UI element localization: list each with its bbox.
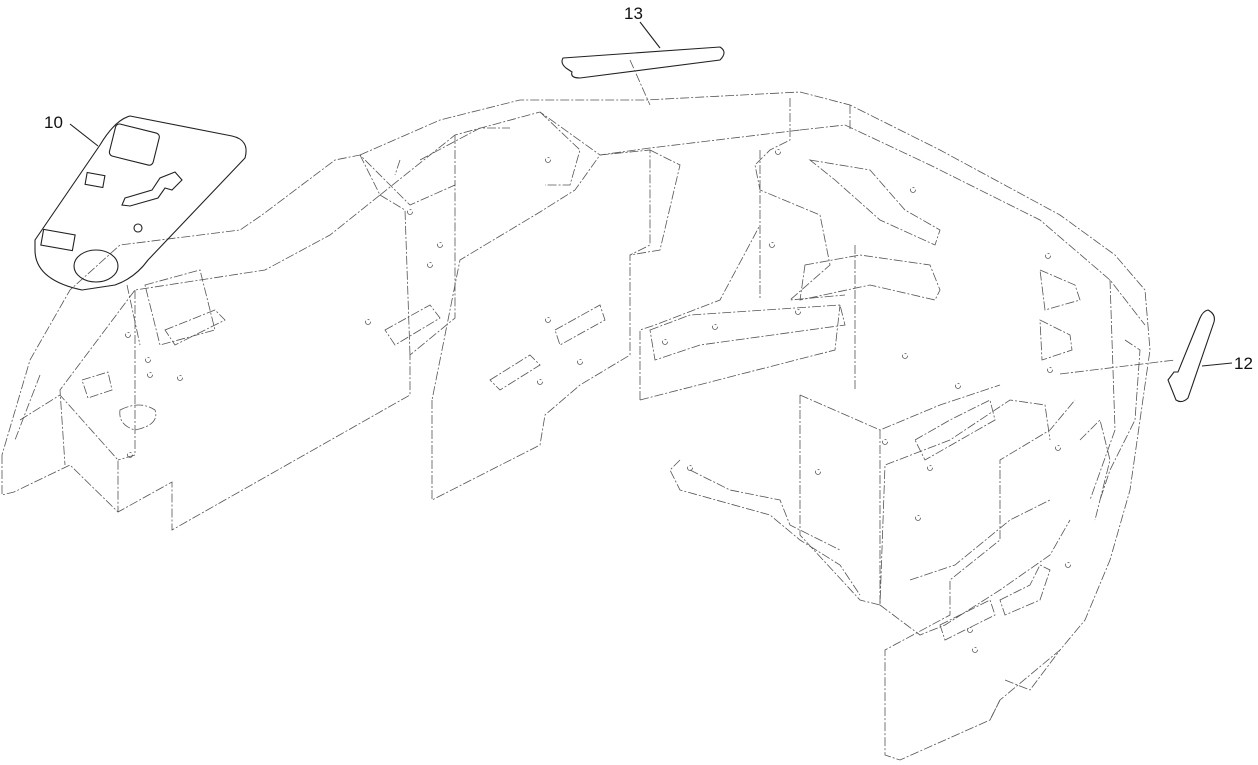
plate-cutout-slot xyxy=(84,171,106,189)
part-10-centerline xyxy=(126,284,141,346)
plate-cutout-window xyxy=(108,123,160,166)
callout-10-label: 10 xyxy=(44,113,63,132)
part-13-centerline xyxy=(629,59,651,106)
callout-12-leader xyxy=(1201,362,1233,367)
callout-13-leader xyxy=(639,21,661,49)
phantom-frame xyxy=(1,91,1151,761)
callout-12: 12 xyxy=(1201,354,1253,373)
plate-outline xyxy=(34,115,247,291)
plate-shift-gate xyxy=(121,171,183,207)
strip-12-outline xyxy=(1167,309,1215,403)
callout-13: 13 xyxy=(624,4,661,49)
callout-10: 10 xyxy=(44,113,99,147)
part-13-strip[interactable] xyxy=(561,46,725,106)
callout-12-label: 12 xyxy=(1234,354,1253,373)
part-10-plate[interactable] xyxy=(34,115,247,346)
strip-13-outline xyxy=(561,46,725,79)
plate-hole xyxy=(133,223,143,233)
callout-13-label: 13 xyxy=(624,4,643,23)
part-12-centerline xyxy=(1059,359,1176,375)
console-outline xyxy=(1,154,456,531)
rear-frame xyxy=(799,91,1151,761)
callout-10-leader xyxy=(69,123,99,147)
mounting-holes xyxy=(125,149,1071,653)
plate-cutout-rect xyxy=(40,228,76,252)
plate-round-opening xyxy=(73,249,119,283)
lower-cradle xyxy=(799,395,1051,606)
part-12-strip[interactable] xyxy=(1059,309,1215,403)
top-rail xyxy=(359,91,801,156)
middle-panel xyxy=(431,149,651,501)
